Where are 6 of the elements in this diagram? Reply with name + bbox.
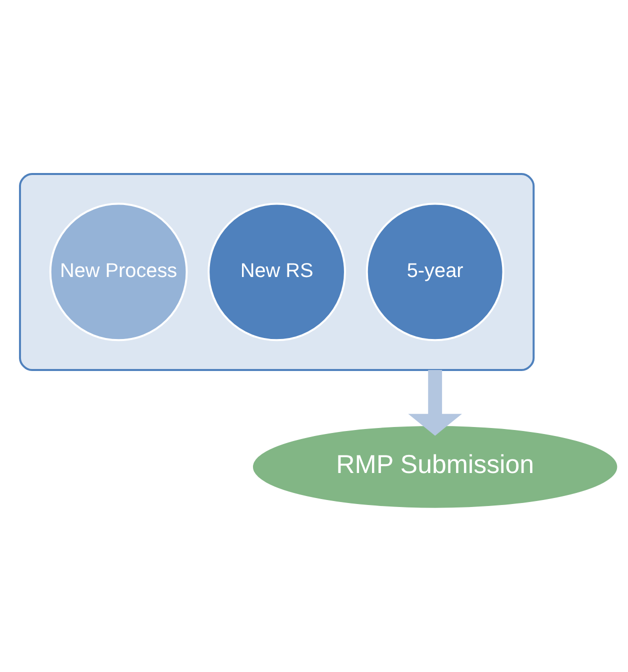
node-circle: New Process	[49, 202, 188, 341]
node-ellipse: RMP Submission	[252, 425, 618, 508]
cluster	[19, 172, 535, 371]
node-circle: 5-year	[366, 202, 504, 341]
node-circle: New RS	[208, 202, 346, 341]
arrow	[408, 370, 462, 436]
